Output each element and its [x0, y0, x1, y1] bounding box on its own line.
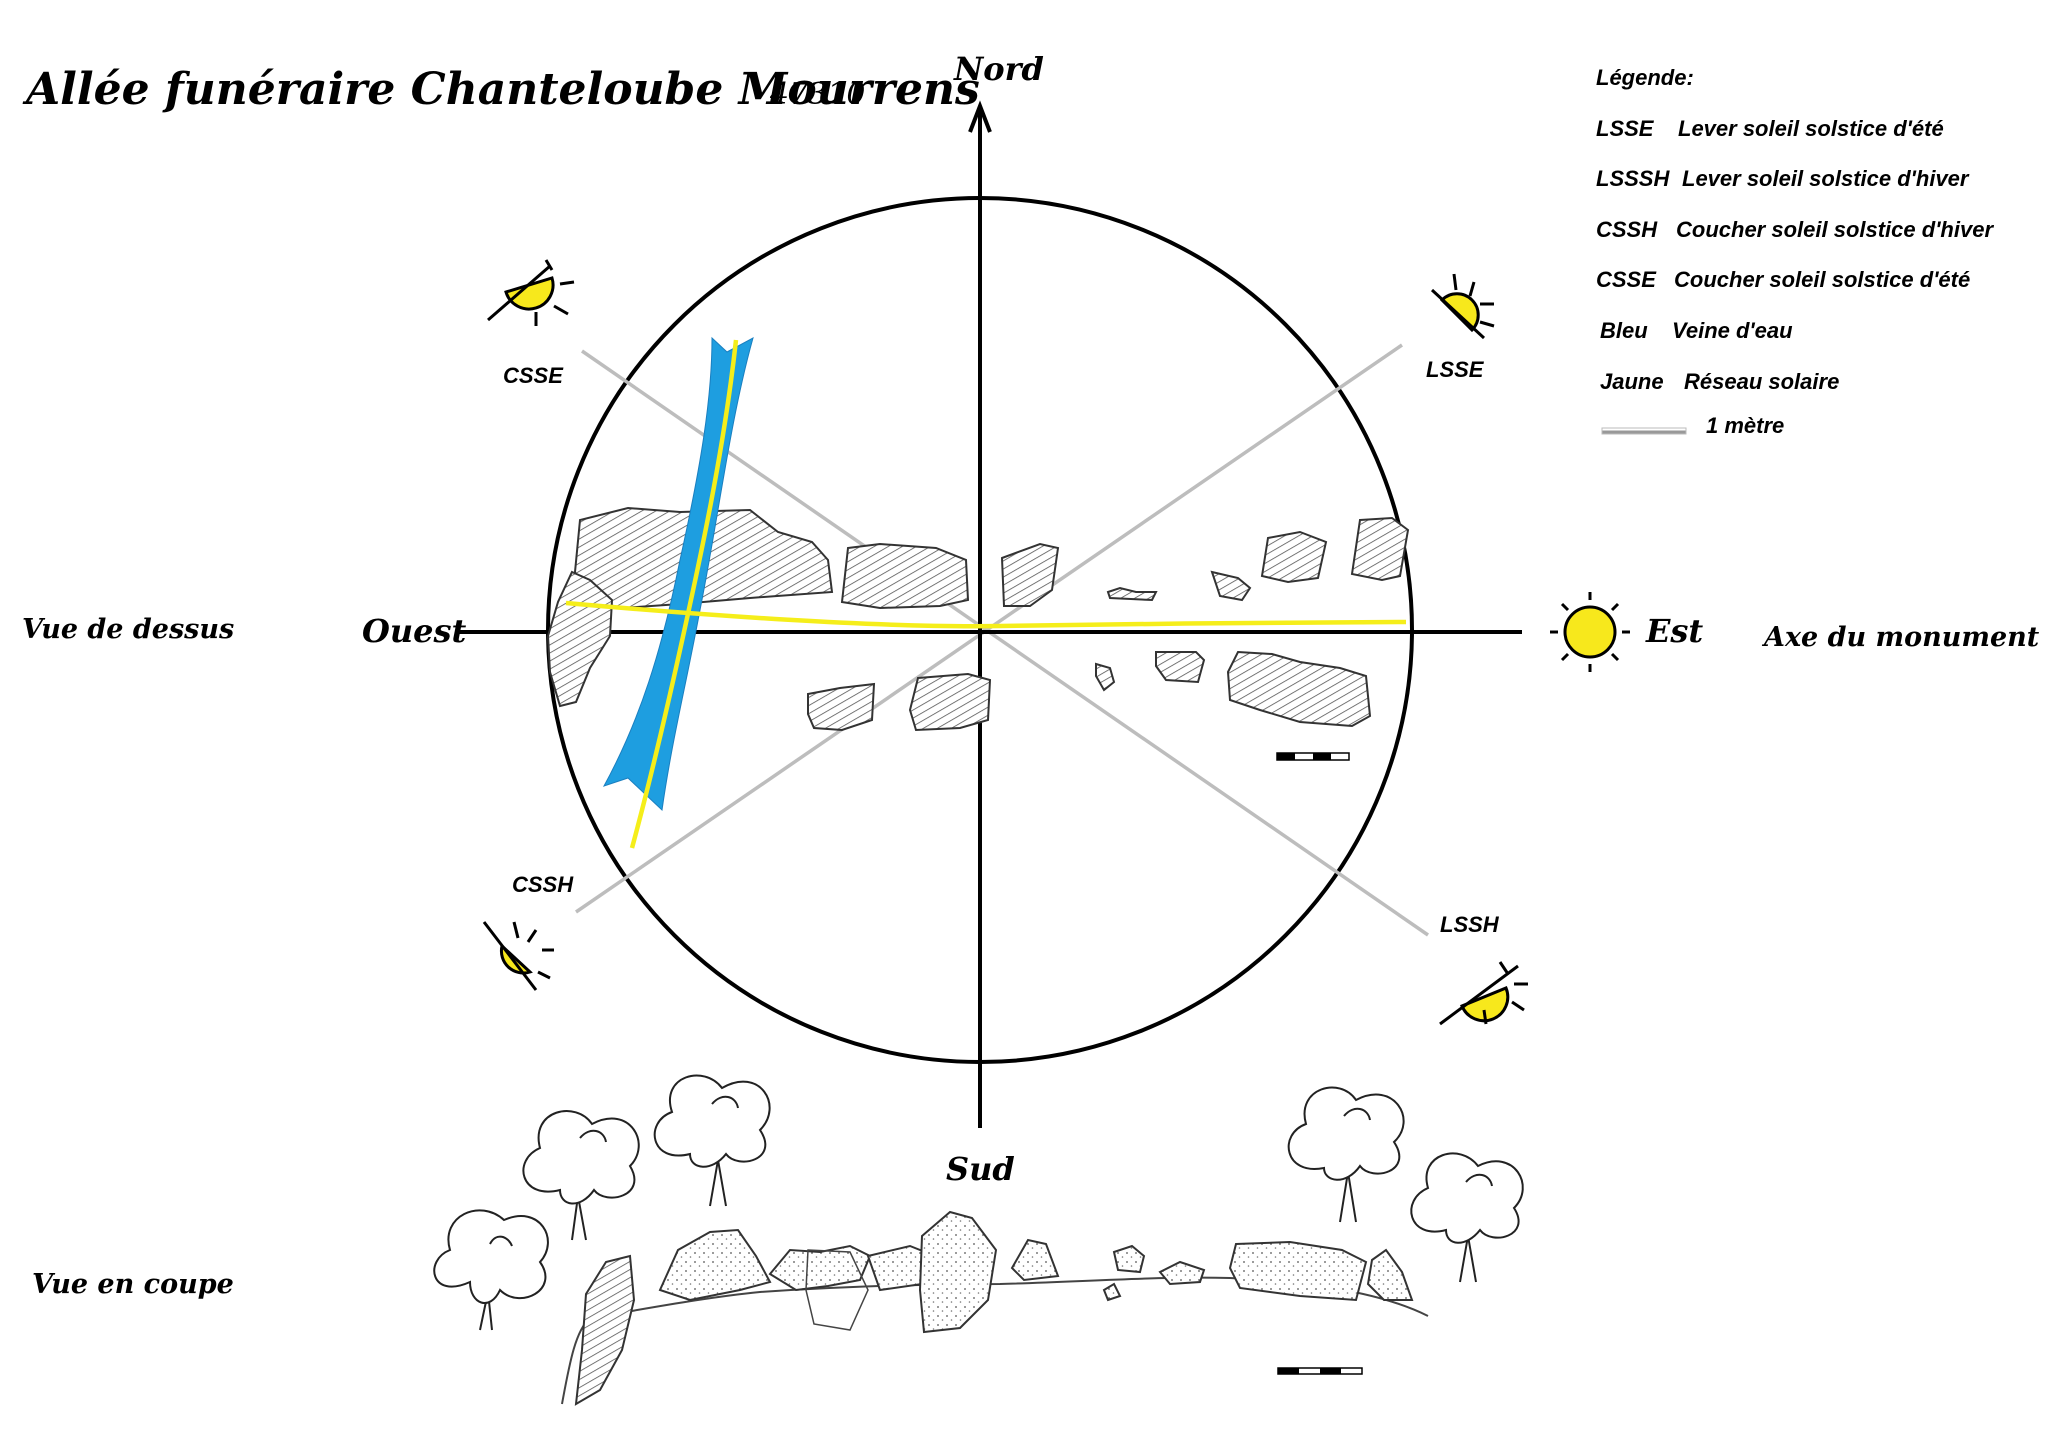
section-stone: [1010, 1238, 1060, 1282]
sun-label-csse: CSSE: [503, 363, 564, 388]
legend-text: Coucher soleil solstice d'été: [1674, 267, 1970, 292]
stone: [1095, 662, 1116, 692]
sun-label-lsse: LSSE: [1426, 357, 1485, 382]
legend-scale-label: 1 mètre: [1706, 413, 1784, 438]
legend-code: Jaune: [1600, 369, 1664, 394]
sun-icon-cssh: [482, 921, 554, 991]
tree-icon: [522, 1110, 640, 1241]
legend-code: CSSH: [1596, 217, 1658, 242]
stone: [546, 570, 614, 708]
title-code: 47310: [769, 77, 865, 112]
sun-icon-lsse: [1430, 273, 1495, 340]
scale-bar-section: [1277, 1367, 1363, 1375]
legend-code: LSSSH: [1596, 166, 1670, 191]
stone: [1350, 516, 1410, 582]
sun-icon-east: [1550, 592, 1630, 672]
north-label: Nord: [953, 50, 1044, 88]
top-view-label: Vue de dessus: [22, 614, 234, 645]
legend-title: Légende:: [1596, 65, 1694, 90]
page-title: Allée funéraire Chanteloube Mourrens 473…: [22, 64, 980, 115]
stone: [1260, 530, 1328, 584]
stone: [1210, 570, 1252, 602]
section-stone: [1366, 1248, 1414, 1301]
section-stone: [1112, 1244, 1146, 1274]
legend-text: Veine d'eau: [1672, 318, 1793, 343]
section-view-label: Vue en coupe: [32, 1269, 234, 1300]
stone: [1106, 586, 1158, 602]
stone: [1155, 651, 1206, 684]
title-main: Allée funéraire Chanteloube Mourrens: [22, 64, 980, 115]
section-stone: [658, 1228, 772, 1302]
section-stone-outline: [805, 1249, 869, 1331]
sun-label-cssh: CSSH: [512, 872, 574, 897]
legend-code: LSSE: [1596, 116, 1655, 141]
legend-text: Lever soleil solstice d'hiver: [1682, 166, 1970, 191]
tree-icon: [433, 1209, 549, 1331]
legend-code: Bleu: [1600, 318, 1648, 343]
water-vein: [602, 336, 754, 812]
stone: [840, 542, 970, 610]
section-stone: [918, 1210, 998, 1334]
scale-bar-top: [1276, 752, 1350, 761]
section-view: [433, 1074, 1524, 1406]
north-arrow-icon: [968, 100, 992, 133]
stones-top-view: [546, 506, 1410, 732]
legend-text: Coucher soleil solstice d'hiver: [1676, 217, 1994, 242]
stone: [1226, 650, 1372, 728]
west-label: Ouest: [362, 612, 467, 650]
sun-label-lssh: LSSH: [1440, 912, 1500, 937]
tree-icon: [653, 1074, 771, 1207]
east-label: Est: [1645, 612, 1703, 650]
legend: Légende: LSSE Lever soleil solstice d'ét…: [1596, 65, 1994, 438]
legend-scale-bar: [1601, 427, 1687, 435]
sun-icon-csse: [487, 259, 575, 326]
solstice-line-cssh-lsse: [575, 343, 1403, 914]
solar-line-east-west: [565, 600, 1407, 629]
section-stone: [574, 1254, 636, 1406]
section-stone: [1158, 1260, 1206, 1286]
compass-axes: [458, 100, 1522, 1128]
legend-text: Réseau solaire: [1684, 369, 1839, 394]
axis-label: Axe du monument: [1761, 622, 2040, 653]
tree-icon: [1410, 1152, 1524, 1283]
tree-icon: [1287, 1086, 1405, 1223]
section-stone: [1228, 1240, 1368, 1302]
stone: [908, 672, 992, 732]
sun-icon-lssh: [1439, 961, 1528, 1026]
stone: [807, 682, 876, 732]
south-label: Sud: [946, 1150, 1015, 1188]
section-stone: [768, 1244, 872, 1292]
legend-text: Lever soleil solstice d'été: [1678, 116, 1944, 141]
legend-code: CSSE: [1596, 267, 1657, 292]
solar-line-north-south: [629, 339, 739, 849]
stone: [1000, 542, 1060, 607]
section-stone: [1102, 1282, 1122, 1302]
solar-network: [565, 339, 1407, 849]
